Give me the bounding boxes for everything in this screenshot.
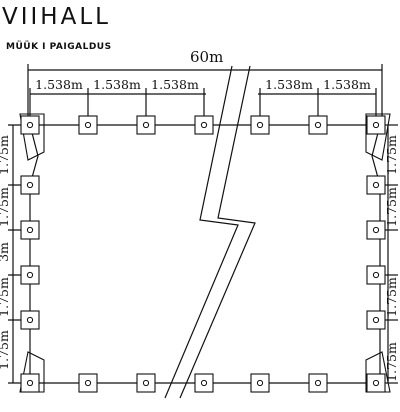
top-spacing-label-2: 1.538m <box>93 77 141 92</box>
post-box <box>78 373 98 393</box>
top-spacing-label-3: 1.538m <box>151 77 199 92</box>
post-top-1 <box>20 115 40 135</box>
post-circle <box>26 316 34 324</box>
post-bottom-2 <box>78 373 98 393</box>
post-circle <box>142 379 150 387</box>
post-left-2 <box>20 220 40 240</box>
post-box <box>78 115 98 135</box>
post-left-3 <box>20 265 40 285</box>
right-side-label-4: 1.75m <box>384 342 399 382</box>
total-width-label: 60m <box>190 48 223 66</box>
post-bottom-7 <box>366 373 386 393</box>
post-circle <box>200 379 208 387</box>
post-left-4 <box>20 310 40 330</box>
left-side-label-1: 1.75m <box>0 135 11 175</box>
post-box <box>20 115 40 135</box>
company-tagline: MÜÜK I PAIGALDUS <box>6 42 112 52</box>
post-circle <box>256 379 264 387</box>
post-top-6 <box>308 115 328 135</box>
post-circle <box>372 379 380 387</box>
post-top-5 <box>250 115 270 135</box>
post-circle <box>314 121 322 129</box>
post-box <box>194 115 214 135</box>
post-box <box>20 265 40 285</box>
top-spacing-label-1: 1.538m <box>35 77 83 92</box>
posts-group <box>20 115 386 393</box>
post-bottom-1 <box>20 373 40 393</box>
post-box <box>366 310 386 330</box>
corner-brackets <box>19 113 391 393</box>
left-wall <box>29 124 39 383</box>
left-side-label-5: 1.75m <box>0 330 11 370</box>
post-left-1 <box>20 175 40 195</box>
post-circle <box>200 121 208 129</box>
top-spacing-label-4: 1.538m <box>265 77 313 92</box>
post-box <box>136 373 156 393</box>
post-circle <box>26 181 34 189</box>
post-circle <box>26 226 34 234</box>
post-box <box>20 310 40 330</box>
post-circle <box>372 271 380 279</box>
right-side-labels: 1.75m 1.75m 1.75m 1.75m <box>384 135 399 382</box>
post-circle <box>26 271 34 279</box>
post-box <box>308 115 328 135</box>
brand-header: VIIHALL MÜÜK I PAIGALDUS <box>0 0 200 60</box>
post-circle <box>372 181 380 189</box>
post-bottom-6 <box>308 373 328 393</box>
post-circle <box>256 121 264 129</box>
post-circle <box>142 121 150 129</box>
post-circle <box>314 379 322 387</box>
post-circle <box>372 226 380 234</box>
right-wall <box>371 124 381 383</box>
outline-group <box>8 64 398 399</box>
company-logo: VIIHALL <box>2 4 111 30</box>
post-circle <box>26 121 34 129</box>
top-spacing-labels: 1.538m 1.538m 1.538m 1.538m 1.538m <box>35 77 371 92</box>
post-box <box>366 373 386 393</box>
corner-bracket-top-right <box>365 113 391 161</box>
top-spacing-label-5: 1.538m <box>323 77 371 92</box>
post-right-2 <box>366 220 386 240</box>
post-box <box>136 115 156 135</box>
post-right-3 <box>366 265 386 285</box>
break-line-left <box>164 65 239 399</box>
post-bottom-5 <box>250 373 270 393</box>
post-right-1 <box>366 175 386 195</box>
post-right-4 <box>366 310 386 330</box>
post-box <box>20 373 40 393</box>
post-box <box>20 220 40 240</box>
right-side-label-3: 1.75m <box>384 277 399 317</box>
post-top-3 <box>136 115 156 135</box>
post-circle <box>372 316 380 324</box>
post-box <box>366 265 386 285</box>
post-circle <box>26 379 34 387</box>
post-top-2 <box>78 115 98 135</box>
post-circle <box>372 121 380 129</box>
post-box <box>366 175 386 195</box>
post-box <box>194 373 214 393</box>
post-box <box>20 175 40 195</box>
post-circle <box>84 379 92 387</box>
break-line-right <box>179 65 256 399</box>
post-box <box>366 220 386 240</box>
left-side-label-2: 1.75m <box>0 187 11 227</box>
post-box <box>366 115 386 135</box>
left-side-label-4: 1.75m <box>0 277 11 317</box>
post-box <box>250 373 270 393</box>
post-top-7 <box>366 115 386 135</box>
right-side-label-1: 1.75m <box>384 135 399 175</box>
post-circle <box>84 121 92 129</box>
corner-bracket-top-left <box>19 113 45 161</box>
post-box <box>250 115 270 135</box>
post-top-4 <box>194 115 214 135</box>
left-side-label-3: 3m <box>0 242 11 262</box>
post-bottom-4 <box>194 373 214 393</box>
post-bottom-3 <box>136 373 156 393</box>
right-side-label-2: 1.75m <box>384 187 399 227</box>
post-box <box>308 373 328 393</box>
left-side-labels: 1.75m 1.75m 3m 1.75m 1.75m <box>0 135 11 370</box>
